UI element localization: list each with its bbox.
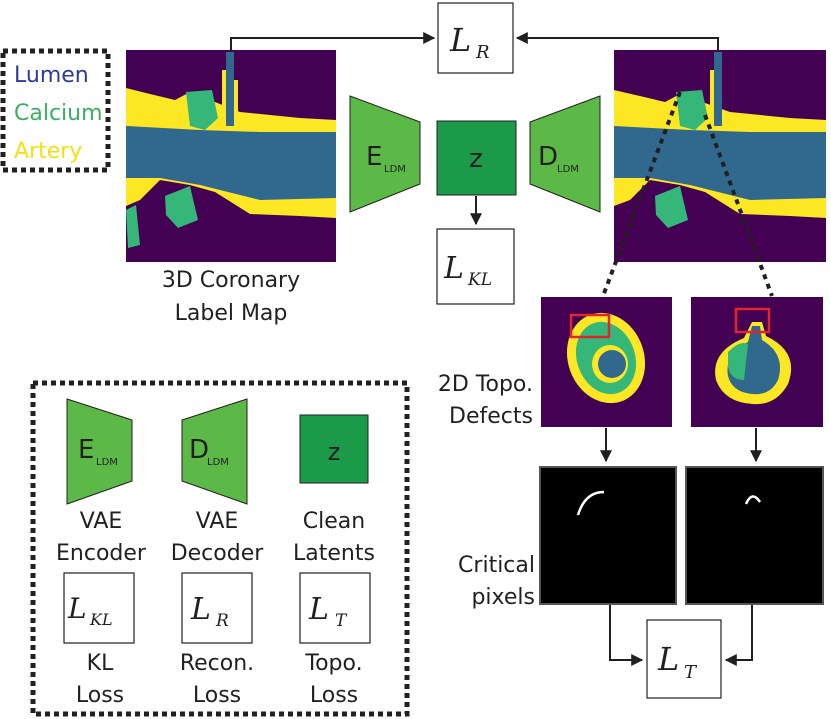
arrow-input-to-lr [230,32,436,50]
legend-t-desc2: Loss [310,683,358,708]
topo-label-line2: Defects [449,404,533,429]
critical-label-line1: Critical [458,553,535,578]
recon-loss-box: L R [437,2,514,74]
input-label-map: 3D Coronary Label Map [126,50,336,326]
critical-pixels-left [539,466,677,605]
loss-r-sym: L [449,21,471,59]
legend-encoder-sub: LDM [96,457,118,468]
legend-decoder-desc2: Decoder [171,541,265,566]
legend-t-box [299,572,371,644]
loss-t-sub: T [684,662,698,683]
zoom-line-left [601,91,682,297]
decoder-letter: D [538,142,558,172]
latent-block: z [436,120,517,196]
legend-decoder-letter: D [189,435,209,465]
legend-r-sub: R [215,611,229,631]
loss-kl-sub: KL [467,270,492,290]
legend-decoder-desc1: VAE [196,509,239,534]
critical-pixels-right [685,466,824,605]
legend-kl-desc1: KL [87,651,114,676]
topo-defect-left [541,297,672,427]
legend-decoder-icon [181,398,248,505]
defect-highlight-right [734,307,771,334]
zoom-line-right [703,114,774,297]
loss-r-sub: R [475,42,490,63]
legend-latent-desc2: Latents [293,541,375,566]
decoder-sub: LDM [557,164,579,175]
legend-encoder-desc2: Encoder [56,541,147,566]
legend-kl-sub: KL [89,610,113,629]
legend-t-sym: L [308,592,329,627]
legend-kl-desc2: Loss [76,683,124,708]
legend-calcium: Calcium [14,101,103,126]
defect-highlight-left [569,313,611,339]
latent-letter: z [469,144,483,174]
legend-kl-sym: L [67,592,87,625]
legend-artery: Artery [14,139,82,164]
legend-latent-desc1: Clean [303,509,365,534]
arrow-crit-left-to-lt [609,605,644,666]
loss-kl-sym: L [443,251,464,286]
loss-t-sym: L [657,640,679,678]
input-label-line2: Label Map [175,301,288,326]
legend-encoder-desc1: VAE [80,509,123,534]
legend-kl-box [63,572,135,644]
topo-label-line1: 2D Topo. [438,372,533,397]
encoder-block: E LDM [349,95,421,213]
bottom-legend: E LDM D LDM z VAE Encoder VAE Decoder Cl… [30,380,410,717]
legend-r-sym: L [190,592,211,627]
legend-latent-icon [299,414,369,484]
legend-r-desc2: Loss [193,683,241,708]
legend-decoder-sub: LDM [207,457,229,468]
encoder-letter: E [366,142,382,172]
arrow-recon-to-lr [515,32,719,50]
legend-r-box [181,572,253,644]
critical-label-line2: pixels [471,585,535,610]
top-legend: Lumen Calcium Artery [0,48,111,173]
legend-encoder-letter: E [78,435,94,465]
legend-t-sub: T [335,611,348,631]
topo-defect-right [691,297,823,427]
topo-loss-box: L T [646,619,722,699]
decoder-block: D LDM [529,95,601,213]
legend-t-desc1: Topo. [304,651,362,676]
legend-latent-letter: z [328,438,341,466]
encoder-sub: LDM [384,164,406,175]
arrow-crit-right-to-lt [724,605,753,666]
legend-encoder-icon [66,398,133,505]
legend-lumen: Lumen [14,63,89,88]
legend-r-desc1: Recon. [180,651,254,676]
input-label-line1: 3D Coronary [162,268,300,293]
kl-loss-box: L KL [436,228,515,305]
